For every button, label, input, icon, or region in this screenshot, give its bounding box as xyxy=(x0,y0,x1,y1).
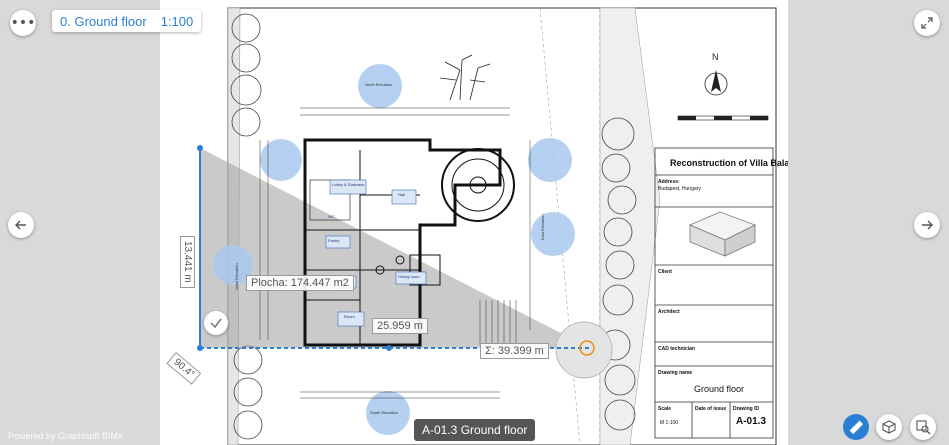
label-hall: Hall xyxy=(398,192,405,197)
drawing-sheet[interactable]: Lobby & Staircase Hall Pantry Kitchen Di… xyxy=(160,0,788,445)
next-sheet-button[interactable] xyxy=(914,212,940,238)
magnify-icon xyxy=(916,420,931,435)
zoom-search-button[interactable] xyxy=(910,414,936,440)
north-arrow-icon: N xyxy=(704,52,728,96)
vertical-measure-label: 13.441 m xyxy=(180,236,195,288)
label-east-elevation: East Elevation xyxy=(540,214,545,240)
3d-view-button[interactable] xyxy=(876,414,902,440)
fullscreen-button[interactable] xyxy=(914,10,940,36)
scale-label: Scale xyxy=(658,406,671,412)
more-dots-icon: ••• xyxy=(10,15,36,31)
area-label: Plocha: 174.447 m2 xyxy=(246,275,354,291)
label-lobby: Lobby & Staircase xyxy=(332,182,365,187)
label-south-elevation: South Elevation xyxy=(370,410,398,415)
drawing-id-label: Drawing ID xyxy=(733,406,760,412)
label-north-elevation: North Elevation xyxy=(365,82,392,87)
horizontal-measure-label: 25.959 m xyxy=(372,318,428,334)
expand-icon xyxy=(921,17,933,29)
previous-sheet-button[interactable] xyxy=(8,212,34,238)
cube-icon xyxy=(882,420,896,434)
label-room: Room xyxy=(344,314,355,319)
arrow-left-icon xyxy=(15,220,26,230)
scale-bar-icon xyxy=(677,115,769,121)
sum-measure-label: Σ: 39.399 m xyxy=(480,343,549,359)
label-pantry: Pantry xyxy=(328,238,340,243)
north-label: N xyxy=(712,52,719,62)
architect-label: Architect xyxy=(658,309,680,315)
title-block xyxy=(654,147,774,439)
label-wc: WC xyxy=(328,214,335,219)
project-title: Reconstruction of Villa Balassa xyxy=(670,158,788,168)
scale-value: M 1:100 xyxy=(660,420,678,426)
drawing-name-label: Drawing name xyxy=(658,370,692,376)
check-icon xyxy=(210,318,222,329)
floor-plan-drawing: Lobby & Staircase Hall Pantry Kitchen Di… xyxy=(197,7,788,445)
label-dining: Dining room xyxy=(398,274,420,279)
arrow-right-icon xyxy=(922,220,933,230)
address-label: Address: xyxy=(658,179,680,185)
view-selector[interactable]: 0. Ground floor 1:100 xyxy=(52,10,202,32)
sheet-caption: A-01.3 Ground floor xyxy=(414,419,536,441)
powered-by-text: Powered by Graphisoft BIMx xyxy=(8,431,123,441)
menu-button[interactable]: ••• xyxy=(10,10,36,36)
drawing-id: A-01.3 xyxy=(736,416,766,427)
address-value: Budapest, Hungary xyxy=(658,186,701,192)
ruler-icon xyxy=(849,420,864,435)
view-name: 0. Ground floor xyxy=(60,13,147,29)
view-scale: 1:100 xyxy=(160,13,194,29)
drawing-name: Ground floor xyxy=(694,384,744,394)
client-label: Client xyxy=(658,269,672,275)
confirm-measure-button[interactable] xyxy=(204,311,228,335)
measure-end-handle[interactable] xyxy=(579,340,595,356)
date-label: Date of issue xyxy=(695,406,726,412)
cad-label: CAD technician xyxy=(658,346,695,352)
label-west-elevation: West Elevation xyxy=(234,263,239,290)
measure-tool-button[interactable] xyxy=(843,414,869,440)
